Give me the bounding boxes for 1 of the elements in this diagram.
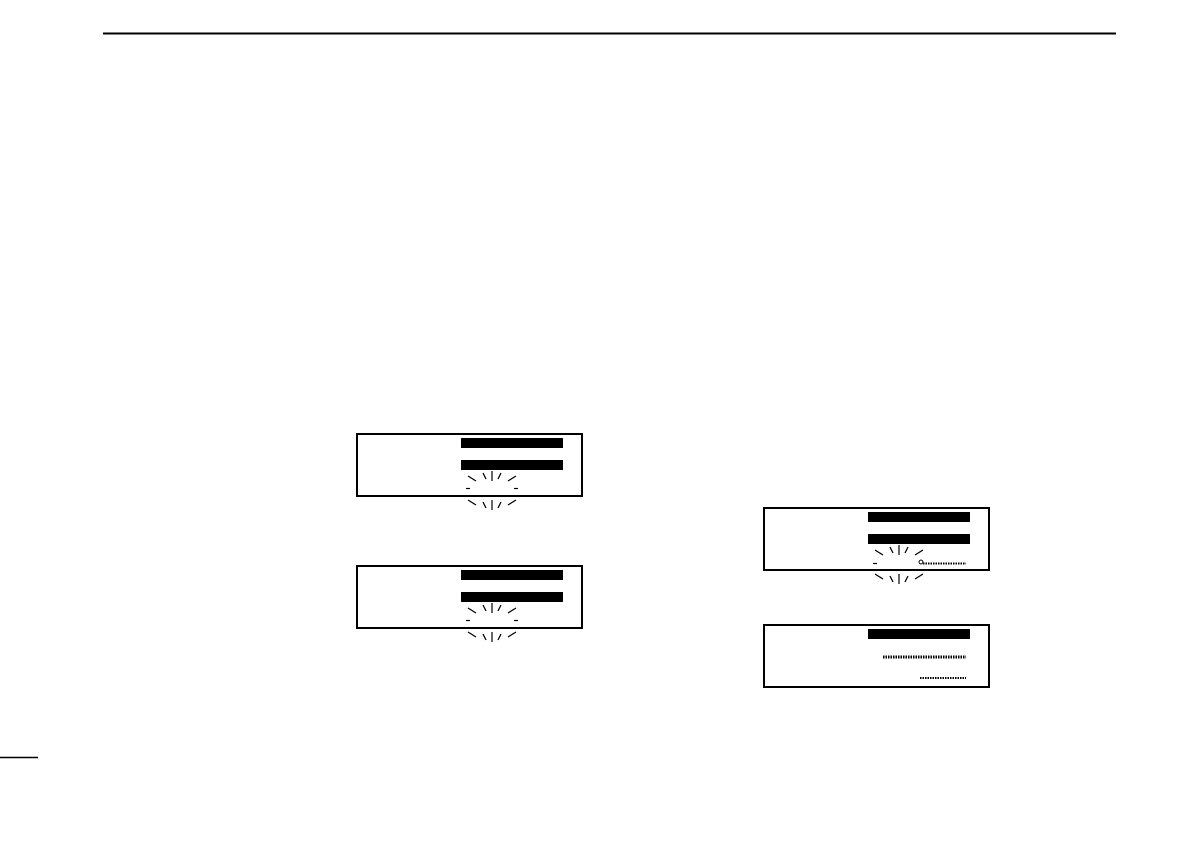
lcd-display: [763, 624, 990, 688]
